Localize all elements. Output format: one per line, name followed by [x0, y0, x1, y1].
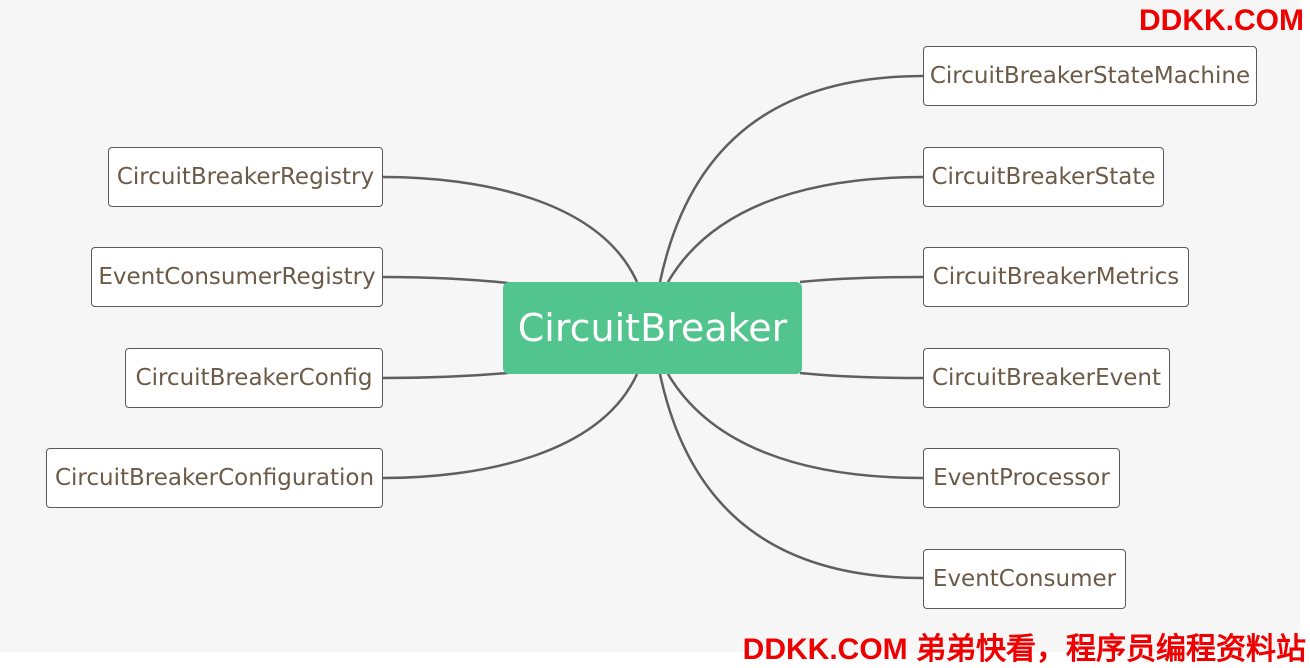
node-circuitbreakermetrics: CircuitBreakerMetrics	[923, 247, 1189, 307]
link-eventprocessor	[666, 373, 924, 480]
link-circuitbreakermetrics	[799, 275, 924, 284]
link-circuitbreakerregistry	[382, 175, 639, 283]
root-node-circuitbreaker: CircuitBreaker	[503, 282, 802, 374]
link-eventconsumerregistry	[382, 275, 509, 285]
node-circuitbreakerstatemachine: CircuitBreakerStateMachine	[923, 46, 1257, 106]
node-circuitbreakerstate: CircuitBreakerState	[923, 147, 1164, 207]
link-circuitbreakerstatemachine	[658, 74, 924, 283]
node-circuitbreakerconfig: CircuitBreakerConfig	[125, 348, 383, 408]
watermark-bottom: DDKK.COM 弟弟快看，程序员编程资料站	[742, 633, 1306, 666]
link-circuitbreakerevent	[799, 371, 924, 380]
link-circuitbreakerstate	[666, 175, 924, 283]
node-eventprocessor: EventProcessor	[923, 448, 1120, 508]
node-circuitbreakerregistry: CircuitBreakerRegistry	[108, 147, 383, 207]
connector-lines	[382, 74, 924, 580]
node-circuitbreakerconfiguration: CircuitBreakerConfiguration	[46, 448, 383, 508]
link-circuitbreakerconfig	[382, 371, 509, 380]
mindmap-canvas: CircuitBreaker CircuitBreakerRegistry Ev…	[46, 46, 1257, 609]
node-eventconsumer: EventConsumer	[923, 549, 1126, 609]
watermark-top: DDKK.COM	[1139, 4, 1304, 37]
node-circuitbreakerevent: CircuitBreakerEvent	[923, 348, 1170, 408]
node-eventconsumerregistry: EventConsumerRegistry	[91, 247, 383, 307]
link-circuitbreakerconfiguration	[382, 373, 639, 480]
link-eventconsumer	[658, 373, 924, 580]
